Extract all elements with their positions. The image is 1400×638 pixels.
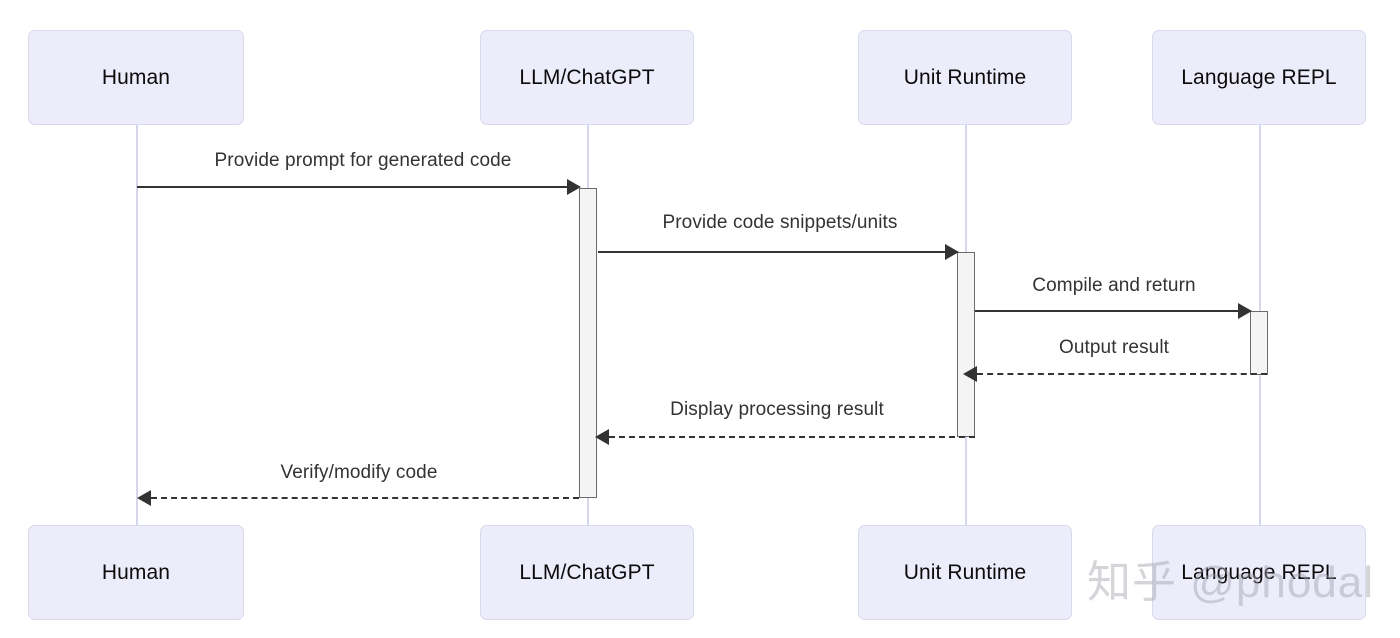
participant-footer-llm-label: LLM/ChatGPT [519,560,655,584]
participant-footer-language-repl[interactable]: Language REPL [1152,525,1366,620]
message-label-verify-modify-code: Verify/modify code [280,462,438,483]
participant-header-human-label: Human [101,65,171,89]
lifeline-human [136,125,138,525]
participant-header-human[interactable]: Human [28,30,244,125]
participant-header-unit-runtime[interactable]: Unit Runtime [858,30,1072,125]
message-arrowhead-verify-modify-code [137,490,151,506]
participant-header-unit-runtime-label: Unit Runtime [903,65,1027,89]
message-label-provide-prompt: Provide prompt for generated code [214,150,512,171]
message-label-compile-and-return: Compile and return [1032,275,1196,296]
participant-footer-language-repl-label: Language REPL [1181,560,1337,584]
activation-bar-llm [579,188,597,498]
participant-header-llm[interactable]: LLM/ChatGPT [480,30,694,125]
message-line-display-processing-result [609,436,975,438]
participant-header-llm-label: LLM/ChatGPT [519,65,655,89]
participant-footer-unit-runtime[interactable]: Unit Runtime [858,525,1072,620]
participant-footer-unit-runtime-label: Unit Runtime [903,560,1027,584]
message-line-verify-modify-code [151,497,579,499]
message-arrowhead-compile-and-return [1238,303,1252,319]
message-arrowhead-provide-code-snippets [945,244,959,260]
message-arrowhead-display-processing-result [595,429,609,445]
message-arrowhead-output-result [963,366,977,382]
message-line-provide-prompt [137,186,575,188]
participant-header-language-repl[interactable]: Language REPL [1152,30,1366,125]
participant-header-language-repl-label: Language REPL [1181,65,1337,89]
message-line-compile-and-return [975,310,1246,312]
message-label-output-result: Output result [1058,337,1170,358]
message-label-display-processing-result: Display processing result [670,399,884,420]
participant-footer-human-label: Human [101,560,171,584]
participant-footer-llm[interactable]: LLM/ChatGPT [480,525,694,620]
message-arrowhead-provide-prompt [567,179,581,195]
participant-footer-human[interactable]: Human [28,525,244,620]
message-line-output-result [977,373,1267,375]
message-line-provide-code-snippets [598,251,953,253]
message-label-provide-code-snippets: Provide code snippets/units [662,212,898,233]
